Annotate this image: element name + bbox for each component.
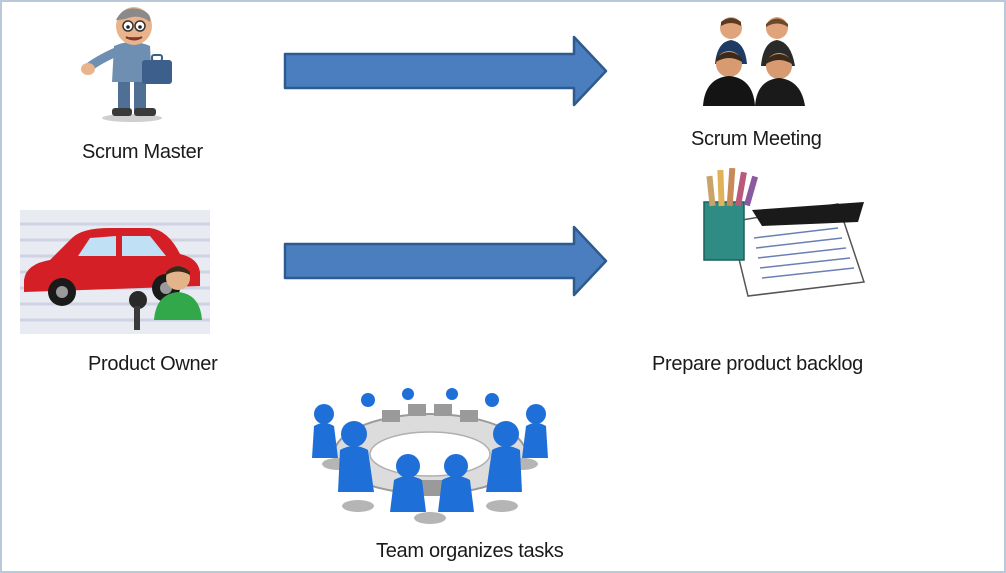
arrow-to-scrum-meeting [283, 35, 608, 107]
product-owner-label: Product Owner [88, 353, 218, 375]
backlog-label: Prepare product backlog [652, 353, 864, 375]
product-owner-icon [20, 210, 210, 334]
backlog-icon [703, 167, 866, 297]
arrow-to-backlog [283, 225, 608, 297]
team-icon [312, 388, 548, 524]
team-label: Team organizes tasks [376, 540, 564, 562]
scrum-master-label: Scrum Master [82, 141, 203, 163]
scrum-meeting-icon [703, 17, 805, 106]
scrum-meeting-label: Scrum Meeting [691, 128, 822, 150]
scrum-master-icon [81, 7, 172, 122]
